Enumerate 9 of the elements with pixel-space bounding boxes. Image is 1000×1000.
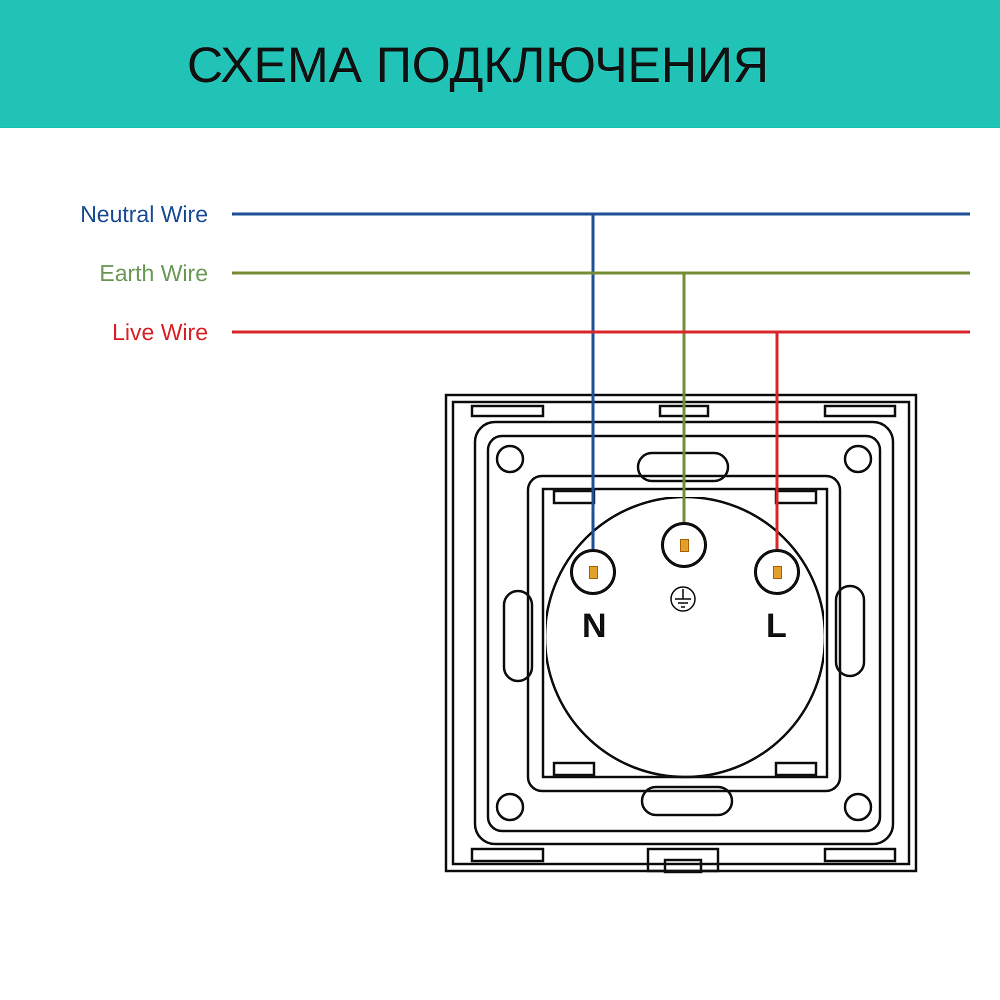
terminal-letter: L — [766, 609, 787, 643]
title: СХЕМА ПОДКЛЮЧЕНИЯ — [186, 36, 770, 94]
terminal-letter: N — [582, 609, 607, 643]
wire — [230, 212, 972, 550]
wire — [230, 330, 972, 550]
wire-label: Earth Wire — [20, 258, 232, 288]
wire-label: Live Wire — [20, 317, 232, 347]
wire — [230, 272, 972, 524]
wire-label: Neutral Wire — [20, 199, 232, 229]
